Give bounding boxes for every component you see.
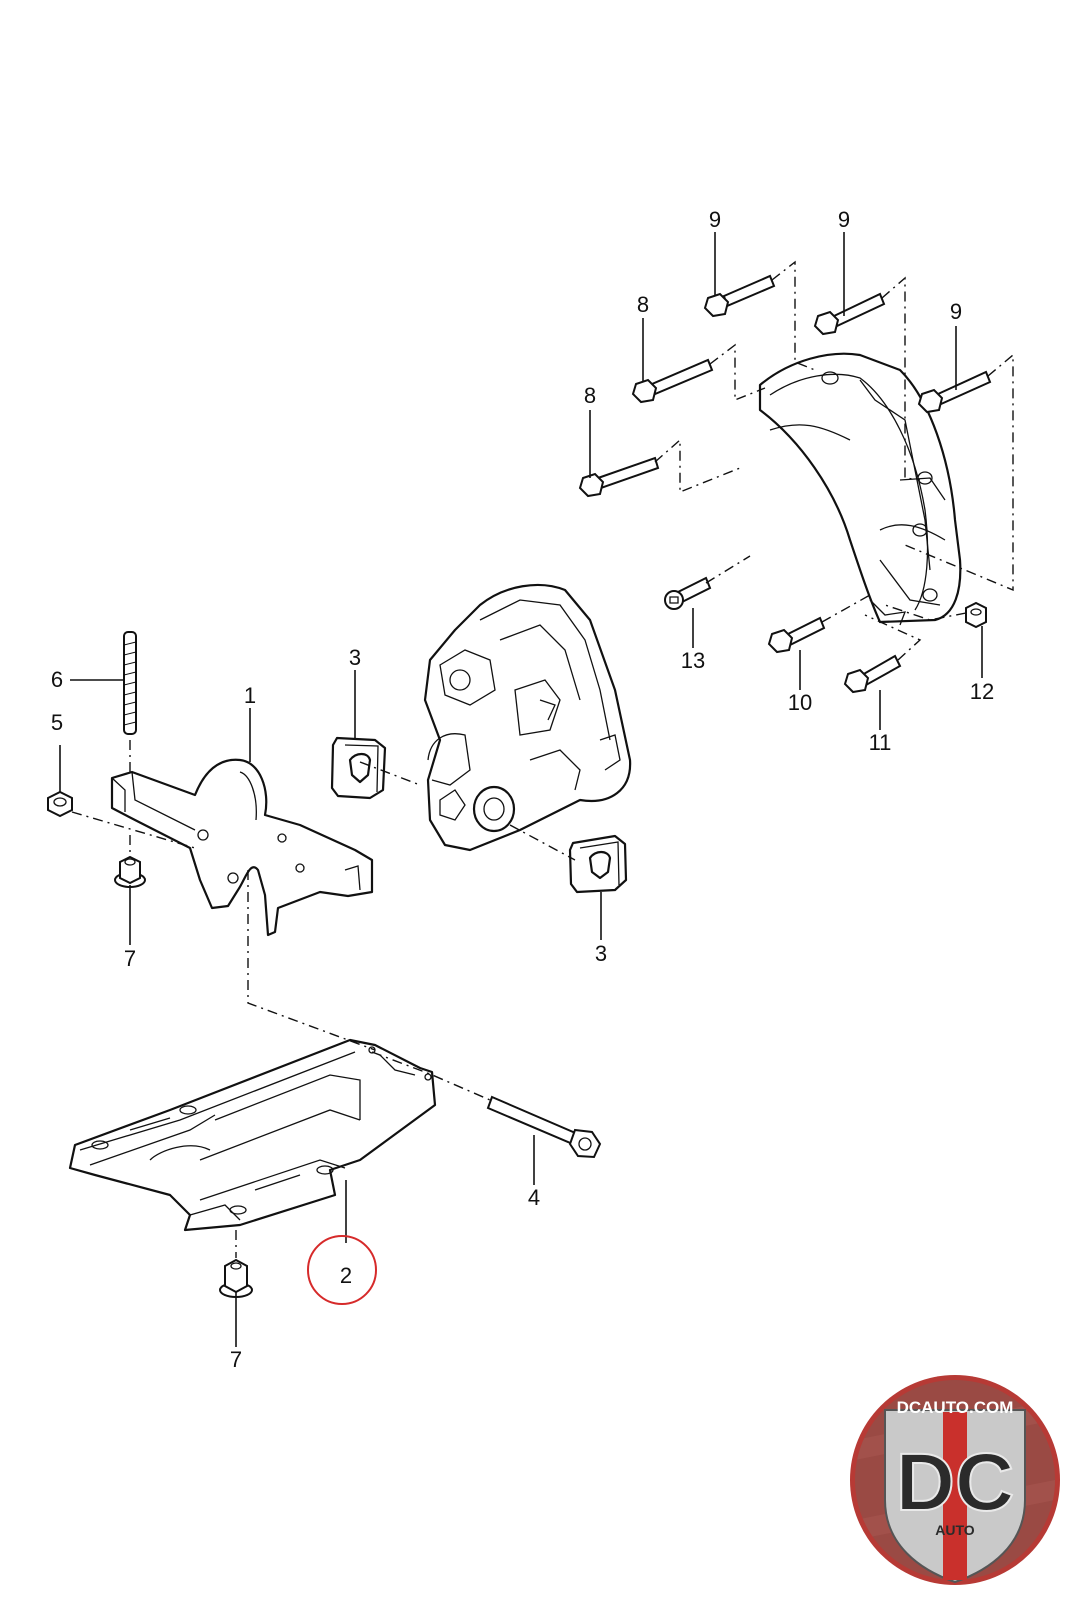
hex-bolt-8-lower — [578, 456, 660, 498]
callout-11: 11 — [869, 730, 892, 755]
flange-nut-7-upper — [114, 855, 146, 888]
mount-bushing-lower — [568, 834, 628, 894]
transmission-case — [423, 583, 632, 852]
callout-labels: 1 2 3 3 4 5 6 7 7 8 8 9 9 9 10 11 12 13 — [51, 207, 994, 1372]
bell-housing — [758, 352, 962, 626]
callout-1: 1 — [244, 683, 256, 708]
callout-7-upper: 7 — [124, 946, 136, 971]
hex-bolt-4 — [486, 1095, 602, 1159]
highlight-circle — [307, 1235, 377, 1305]
callout-7-lower: 7 — [230, 1347, 242, 1372]
callout-8-upper: 8 — [637, 292, 649, 317]
stud-bolt-6 — [123, 631, 137, 735]
callout-2: 2 — [340, 1263, 352, 1288]
hex-bolt-9-middle — [813, 292, 886, 336]
transmission-bracket-part-1 — [110, 758, 374, 937]
callout-8-lower: 8 — [584, 383, 596, 408]
logo-initials: DC — [896, 1437, 1014, 1528]
callout-10: 10 — [788, 690, 812, 715]
callout-5: 5 — [51, 710, 63, 735]
callout-9-middle: 9 — [838, 207, 850, 232]
flange-nut-7-lower — [219, 1258, 253, 1298]
assembly-lines — [71, 260, 1014, 1258]
socket-bolt-13 — [664, 576, 712, 610]
leader-lines — [59, 232, 983, 1347]
callout-13: 13 — [681, 648, 705, 673]
hex-bolt-9-left — [703, 274, 776, 318]
callout-4: 4 — [528, 1185, 540, 1210]
hex-bolt-11 — [843, 654, 902, 694]
dcauto-logo: DCAUTO.COM DC AUTO — [850, 1375, 1060, 1585]
hex-bolt-8-upper — [631, 358, 714, 404]
callout-12: 12 — [970, 679, 994, 704]
callout-6: 6 — [51, 667, 63, 692]
callout-9-left: 9 — [709, 207, 721, 232]
callout-3-lower: 3 — [595, 941, 607, 966]
hex-bolt-10 — [767, 616, 826, 654]
logo-sub-text: AUTO — [935, 1522, 975, 1538]
mount-bushing-upper — [330, 736, 387, 800]
hex-bolt-9-right — [917, 370, 992, 414]
flange-nut-12 — [965, 601, 987, 629]
logo-stripe — [943, 1412, 967, 1580]
mount-bracket-part-2 — [68, 1038, 437, 1232]
logo-url-text: DCAUTO.COM — [897, 1398, 1014, 1417]
callout-3-upper: 3 — [349, 645, 361, 670]
callout-9-right: 9 — [950, 299, 962, 324]
hex-nut-5 — [47, 790, 73, 818]
